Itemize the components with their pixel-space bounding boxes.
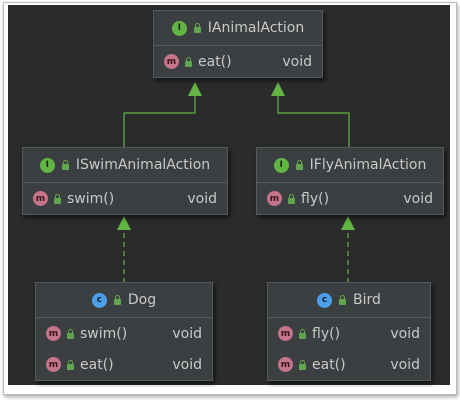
method-icon: m (278, 357, 293, 372)
public-lock-icon (184, 56, 193, 67)
node-title: Bird (353, 292, 381, 308)
node-title: ISwimAnimalAction (75, 157, 211, 173)
method-name: eat() (80, 356, 114, 373)
node-dog[interactable]: c Dog m swim() void m eat() void (35, 282, 213, 381)
return-type: void (390, 325, 420, 342)
method-row[interactable]: m fly() void (257, 183, 443, 214)
method-name: fly() (301, 190, 330, 207)
node-title: IFlyAnimalAction (309, 157, 427, 173)
public-lock-icon (298, 328, 307, 339)
method-name: eat() (312, 356, 346, 373)
node-iflyanimalaction[interactable]: I IFlyAnimalAction m fly() void (256, 147, 444, 215)
method-icon: m (33, 191, 48, 206)
interface-icon: I (171, 20, 187, 36)
method-icon: m (267, 191, 282, 206)
method-row[interactable]: m fly() void (268, 318, 430, 349)
node-bird[interactable]: c Bird m fly() void m eat() void (267, 282, 431, 381)
interface-icon: I (273, 157, 289, 173)
return-type: void (172, 356, 202, 373)
node-iswimanimalaction[interactable]: I ISwimAnimalAction m swim() void (22, 147, 228, 215)
public-lock-icon (53, 193, 62, 204)
method-row[interactable]: m swim() void (23, 183, 227, 214)
node-header: c Dog (36, 283, 212, 318)
public-lock-icon (66, 328, 75, 339)
public-lock-icon (298, 359, 307, 370)
method-name: swim() (67, 190, 115, 207)
method-row[interactable]: m eat() void (268, 349, 430, 380)
method-name: fly() (312, 325, 341, 342)
class-icon: c (317, 292, 333, 308)
interface-icon: I (39, 157, 55, 173)
node-header: I IFlyAnimalAction (257, 148, 443, 183)
method-icon: m (278, 326, 293, 341)
return-type: void (390, 356, 420, 373)
return-type: void (403, 190, 433, 207)
public-lock-icon (295, 160, 304, 170)
node-header: I IAnimalAction (154, 11, 322, 46)
method-icon: m (164, 54, 179, 69)
method-name: swim() (80, 325, 128, 342)
method-name: eat() (198, 53, 232, 70)
public-lock-icon (66, 359, 75, 370)
public-lock-icon (338, 295, 347, 305)
class-icon: c (91, 292, 107, 308)
method-row[interactable]: m swim() void (36, 318, 212, 349)
public-lock-icon (61, 160, 70, 170)
method-row[interactable]: m eat() void (154, 46, 322, 77)
return-type: void (282, 53, 312, 70)
node-header: c Bird (268, 283, 430, 318)
public-lock-icon (287, 193, 296, 204)
public-lock-icon (113, 295, 122, 305)
method-icon: m (46, 326, 61, 341)
node-ianimalaction[interactable]: I IAnimalAction m eat() void (153, 10, 323, 78)
public-lock-icon (193, 23, 202, 33)
method-row[interactable]: m eat() void (36, 349, 212, 380)
node-title: IAnimalAction (207, 20, 305, 36)
return-type: void (187, 190, 217, 207)
method-icon: m (46, 357, 61, 372)
return-type: void (172, 325, 202, 342)
node-header: I ISwimAnimalAction (23, 148, 227, 183)
node-title: Dog (127, 292, 157, 308)
